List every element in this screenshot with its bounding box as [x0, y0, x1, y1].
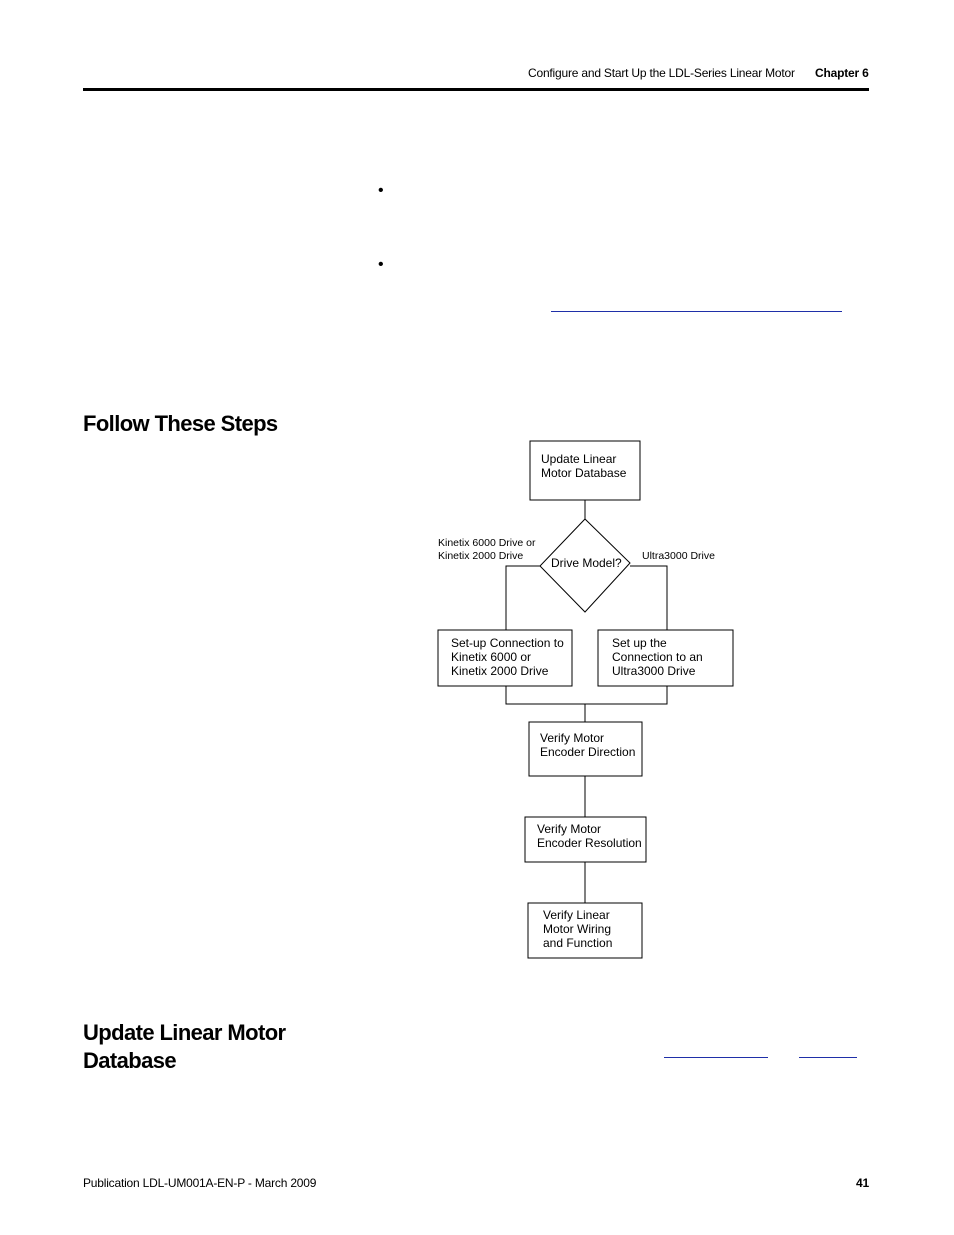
page-number: 41 — [856, 1176, 869, 1190]
section-heading-follow-steps: Follow These Steps — [83, 411, 278, 436]
flow-box-text: Motor Wiring — [543, 922, 611, 936]
flow-connector — [505, 686, 668, 705]
flow-box-text: Update Linear — [541, 452, 616, 466]
flow-box-text: Verify Motor — [537, 822, 601, 836]
flow-box-update-database — [529, 440, 641, 501]
bullet-marker: • — [378, 256, 384, 273]
branch-label-ultra3000: Ultra3000 Drive — [642, 550, 715, 562]
section-heading-line: Update Linear Motor — [83, 1020, 286, 1045]
flow-connector — [505, 565, 540, 630]
flow-box-encoder-direction — [528, 721, 643, 777]
flow-box-text: and Function — [543, 936, 612, 950]
cross-reference-link[interactable] — [799, 1057, 857, 1058]
flow-box-kinetix-connection — [437, 629, 573, 687]
publication-id: Publication LDL-UM001A-EN-P - March 2009 — [83, 1176, 317, 1190]
flow-box-text: Set-up Connection to — [451, 636, 564, 650]
cross-reference-link[interactable] — [551, 311, 842, 312]
section-heading-update-database: Update Linear Motor Database — [83, 1019, 286, 1075]
flow-box-text: Connection to an — [612, 650, 703, 664]
cross-reference-link[interactable] — [664, 1057, 768, 1058]
flow-box-ultra3000-connection — [597, 629, 734, 687]
flow-box-text: Encoder Resolution — [537, 836, 642, 850]
branch-label-kinetix: Kinetix 2000 Drive — [438, 550, 523, 562]
chapter-label: Chapter 6 — [815, 66, 869, 80]
section-heading-line: Database — [83, 1048, 177, 1073]
flow-box-text: Set up the — [612, 636, 667, 650]
branch-label-kinetix: Kinetix 6000 Drive or — [438, 537, 536, 549]
flow-box-text: Verify Linear — [543, 908, 610, 922]
flow-box-text: Motor Database — [541, 466, 627, 480]
flow-decision-diamond — [539, 518, 631, 613]
flow-connector — [630, 565, 668, 630]
flow-box-text: Kinetix 6000 or — [451, 650, 531, 664]
flow-box-text: Kinetix 2000 Drive — [451, 664, 549, 678]
bullet-marker: • — [378, 182, 384, 199]
running-title: Configure and Start Up the LDL-Series Li… — [528, 66, 795, 80]
flow-box-wiring-function — [527, 902, 643, 959]
decision-label: Drive Model? — [551, 556, 622, 570]
header-rule — [83, 88, 869, 91]
flow-box-text: Encoder Direction — [540, 745, 635, 759]
flow-box-text: Ultra3000 Drive — [612, 664, 696, 678]
flow-box-text: Verify Motor — [540, 731, 604, 745]
flow-box-encoder-resolution — [524, 816, 647, 863]
